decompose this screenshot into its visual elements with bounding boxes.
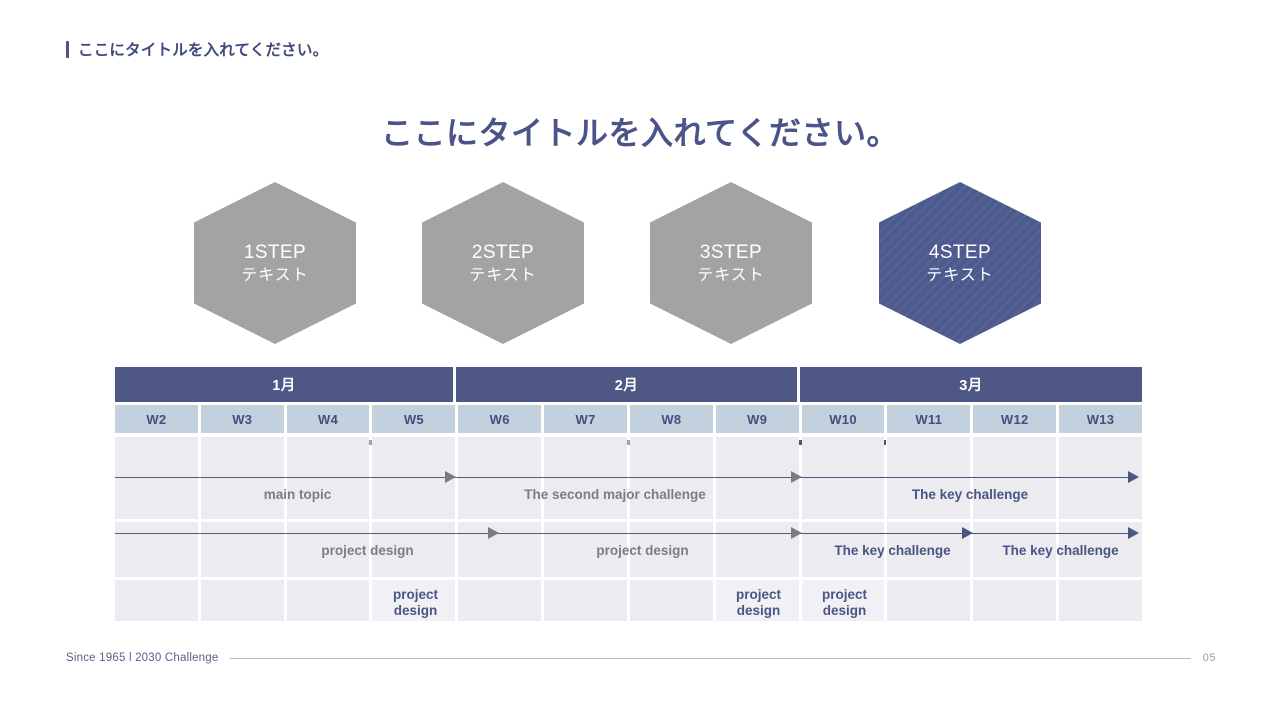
step-4-title: 4STEP — [928, 241, 992, 263]
timeline-cell[interactable] — [973, 580, 1057, 621]
step-3-subtitle: テキスト — [697, 266, 765, 284]
week-header-cell: W5 — [372, 405, 456, 433]
timeline-label-project-design-feb: project design — [596, 543, 689, 558]
timeline-arrow-line-track1-blue — [803, 477, 1136, 479]
timeline-cell[interactable] — [286, 522, 370, 577]
arrow-head-icon — [1128, 527, 1139, 539]
header-label: ここにタイトルを入れてください。 — [78, 42, 329, 59]
timeline-box-project-design-w9: project design — [735, 587, 781, 618]
step-hexagon-row: 1STEP テキスト 2STEP テキスト 3STEP テキスト 4STEP テ… — [0, 182, 1280, 445]
header-accent-bar — [66, 40, 69, 58]
step-4-subtitle: テキスト — [926, 266, 994, 284]
timeline-cell[interactable] — [629, 580, 713, 621]
timeline-cell[interactable] — [544, 522, 627, 577]
timeline-cell[interactable] — [801, 522, 885, 577]
timeline-label-key-challenge-track2-b: The key challenge — [1002, 543, 1119, 558]
timeline-cell[interactable] — [1059, 580, 1142, 621]
timeline-cell[interactable] — [973, 522, 1057, 577]
month-header-cell: 1月 — [115, 367, 453, 402]
timeline-arrow-line-track1-gray — [115, 477, 805, 479]
step-hexagon-2[interactable]: 2STEP テキスト — [422, 182, 584, 344]
arrow-head-icon — [1128, 471, 1139, 483]
timeline-cell-project-design-w9[interactable] — [715, 580, 799, 621]
week-header-cell: W6 — [458, 405, 542, 433]
week-header-cell: W9 — [715, 405, 799, 433]
timeline-week-header-row: W2 W3 W4 W5 W6 W7 W8 W9 W10 W11 W12 W13 — [115, 405, 1142, 433]
step-3-title: 3STEP — [699, 241, 763, 263]
timeline-cell[interactable] — [887, 580, 971, 621]
timeline-grid-row-2 — [115, 522, 1142, 577]
week-header-cell: W3 — [200, 405, 284, 433]
week-header-cell: W8 — [629, 405, 713, 433]
timeline-box-project-design-w10: project design — [821, 587, 867, 618]
timeline-cell[interactable] — [887, 522, 971, 577]
timeline-month-header-row: 1月 2月 3月 — [115, 367, 1142, 402]
timeline-cell[interactable] — [715, 522, 799, 577]
timeline-table: 1月 2月 3月 W2 W3 W4 W5 W6 W7 W8 W9 W10 W11… — [115, 367, 1142, 621]
week-header-cell: W10 — [801, 405, 885, 433]
timeline-body: main topic The second major challenge Th… — [115, 437, 1142, 621]
page-title: ここにタイトルを入れてください。 — [380, 115, 900, 151]
timeline-cell[interactable] — [458, 522, 542, 577]
timeline-arrow-line-track2-gray — [115, 533, 805, 535]
timeline-cell[interactable] — [115, 522, 198, 577]
timeline-grid-row-3 — [115, 580, 1142, 621]
timeline-label-key-challenge-track2-a: The key challenge — [834, 543, 951, 558]
footer-text: Since 1965 l 2030 Challenge — [66, 652, 219, 664]
step-2-subtitle: テキスト — [469, 266, 537, 284]
month-header-cell: 2月 — [456, 367, 797, 402]
timeline-cell[interactable] — [200, 522, 284, 577]
arrow-head-icon — [488, 527, 499, 539]
arrow-head-icon — [791, 527, 802, 539]
arrow-head-icon — [791, 471, 802, 483]
timeline-cell[interactable] — [372, 522, 456, 577]
step-2-title: 2STEP — [471, 241, 535, 263]
week-header-cell: W2 — [115, 405, 198, 433]
timeline-cell[interactable] — [458, 580, 542, 621]
timeline-cell[interactable] — [200, 580, 284, 621]
arrow-head-icon — [445, 471, 456, 483]
step-1-title: 1STEP — [243, 241, 307, 263]
timeline-cell[interactable] — [629, 522, 713, 577]
week-header-cell: W4 — [286, 405, 370, 433]
timeline-label-project-design-jan: project design — [321, 543, 414, 558]
step-hexagon-4[interactable]: 4STEP テキスト — [879, 182, 1041, 344]
timeline-cell[interactable] — [286, 580, 370, 621]
timeline-cell[interactable] — [544, 580, 627, 621]
week-header-cell: W11 — [887, 405, 971, 433]
timeline-cell-project-design-w10[interactable] — [801, 580, 885, 621]
step-1-subtitle: テキスト — [241, 266, 309, 284]
timeline-label-second-major-challenge: The second major challenge — [524, 487, 706, 502]
month-header-cell: 3月 — [800, 367, 1142, 402]
step-hexagon-3[interactable]: 3STEP テキスト — [650, 182, 812, 344]
step-hexagon-1[interactable]: 1STEP テキスト — [194, 182, 356, 344]
timeline-label-key-challenge-track1: The key challenge — [911, 487, 1029, 502]
timeline-cell[interactable] — [115, 580, 198, 621]
week-header-cell: W7 — [544, 405, 627, 433]
slide-header: ここにタイトルを入れてください。 — [66, 38, 328, 60]
slide-footer: Since 1965 l 2030 Challenge 05 — [66, 652, 1216, 664]
arrow-head-icon — [962, 527, 973, 539]
timeline-box-project-design-w5: project design — [392, 587, 438, 618]
timeline-cell-project-design-w5[interactable] — [372, 580, 456, 621]
week-header-cell: W12 — [973, 405, 1057, 433]
page-number: 05 — [1202, 652, 1216, 664]
week-header-cell: W13 — [1059, 405, 1142, 433]
footer-divider — [230, 657, 1191, 659]
timeline-label-main-topic: main topic — [263, 487, 332, 502]
